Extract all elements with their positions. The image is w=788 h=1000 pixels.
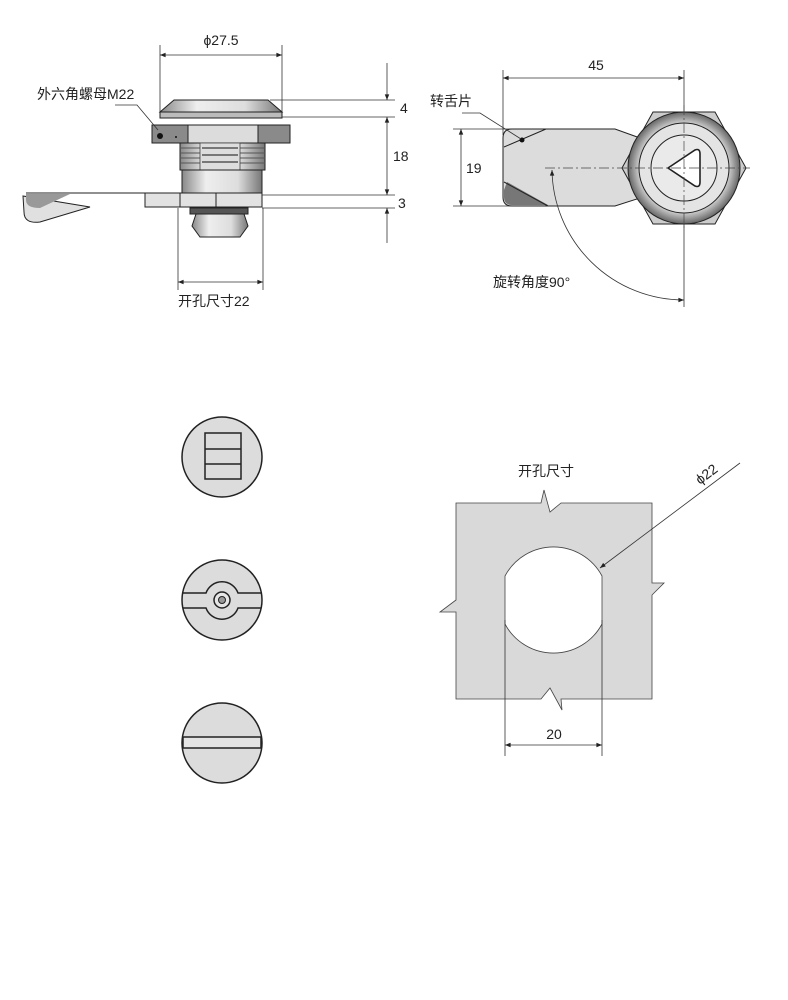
cutout-width-label: 20 xyxy=(546,726,562,742)
diameter-label: ϕ27.5 xyxy=(203,32,238,48)
dim-cam: 3 xyxy=(398,195,406,211)
front-view: 45 19 旋转角度90° 转舌片 xyxy=(430,57,750,307)
dim-body: 18 xyxy=(393,148,409,164)
rotation-label: 旋转角度90° xyxy=(493,274,570,290)
nut-label: 外六角螺母M22 xyxy=(37,86,134,102)
key-option-slot xyxy=(181,702,263,784)
lock-head xyxy=(158,99,284,113)
dim-width: 19 xyxy=(466,160,482,176)
key-option-square xyxy=(181,416,263,498)
panel-cutout: 开孔尺寸 ϕ22 20 xyxy=(438,460,741,756)
bottom-nut xyxy=(191,213,249,238)
cutout-title: 开孔尺寸 xyxy=(518,463,574,479)
cutout-diameter-label: ϕ22 xyxy=(692,460,720,487)
key-option-double-bit xyxy=(181,559,263,641)
dim-head: 4 xyxy=(400,100,408,116)
hex-nut xyxy=(151,124,189,144)
dim-length: 45 xyxy=(588,57,604,73)
side-view: ϕ27.5 xyxy=(22,32,409,309)
cutout-size-label: 开孔尺寸22 xyxy=(178,293,250,309)
panel-shape xyxy=(438,489,665,711)
cam-label: 转舌片 xyxy=(430,93,472,109)
